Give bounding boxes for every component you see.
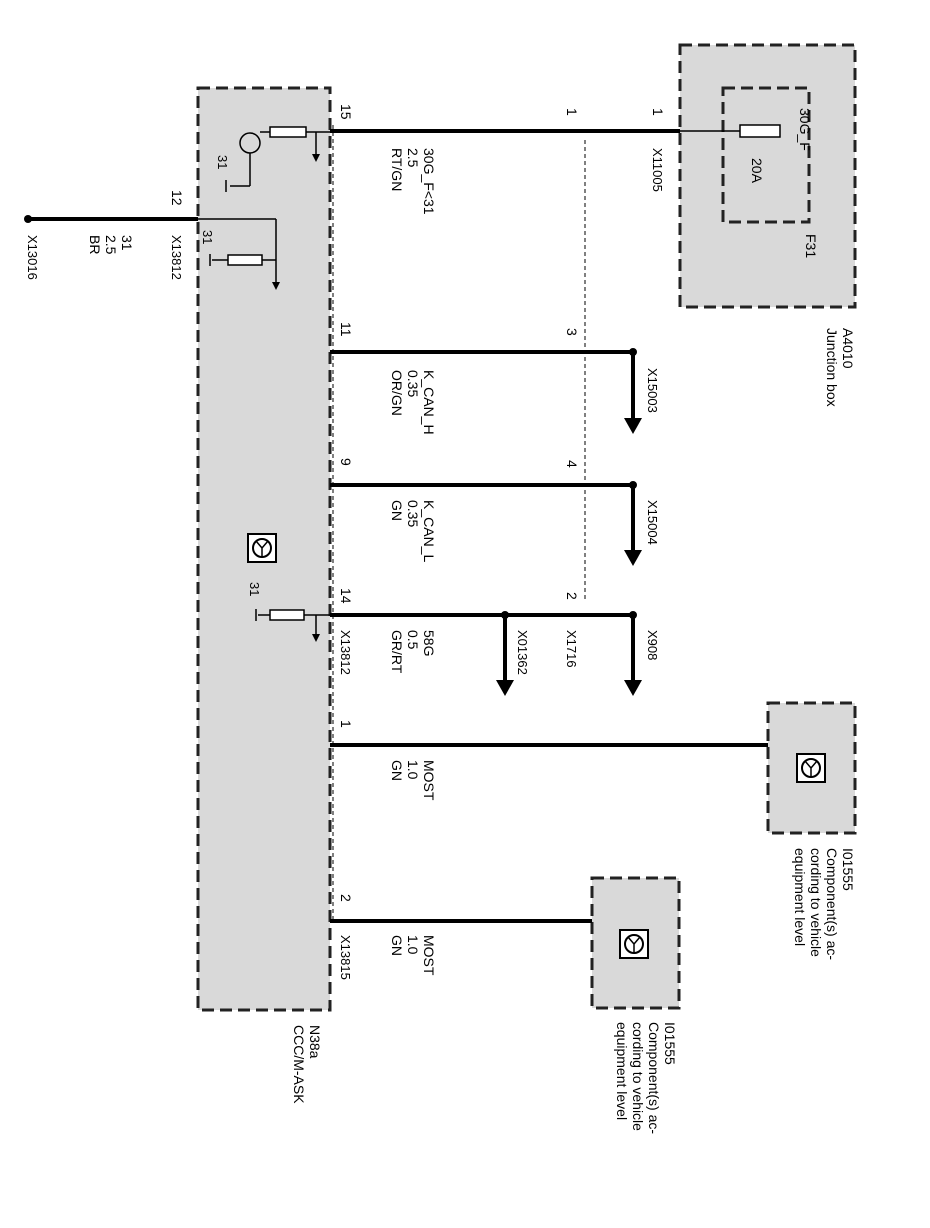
internal-ground-resistor	[198, 218, 280, 290]
arrow-x01362	[496, 615, 514, 696]
arrow-x908	[624, 615, 642, 696]
wire-gauge: 1.0	[405, 760, 421, 780]
junction-box	[678, 43, 857, 309]
fuse-rating: 20A	[749, 158, 765, 184]
wire-pin: 9	[338, 458, 354, 466]
wire-signal: MOST	[421, 760, 437, 801]
fuse-id: F31	[803, 234, 819, 258]
wire-module-connector: X13815	[338, 935, 353, 980]
wire-gauge: 0.35	[405, 500, 421, 527]
arrow-x15004	[624, 485, 642, 566]
component1-line3: equipment level	[792, 848, 808, 946]
component2-line1: Component(s) ac-	[646, 1022, 662, 1134]
fuse-signal: 30G_F	[797, 108, 813, 151]
arrow-x15003	[624, 352, 642, 434]
wire-signal: K_CAN_H	[421, 370, 437, 435]
ground-terminal: X13016	[25, 235, 40, 280]
internal-58g-resistor	[255, 609, 330, 642]
wire-color: GN	[389, 935, 405, 956]
fuse-box	[721, 86, 811, 224]
ground-color: BR	[87, 235, 103, 254]
wire-color: RT/GN	[389, 148, 405, 191]
wire-module-connector: X13812	[338, 630, 353, 675]
wire-pin: 2	[338, 894, 354, 902]
wire-end-pin: 1	[650, 108, 666, 116]
component1-line1: Component(s) ac-	[824, 848, 840, 960]
wire-end-connector: X11005	[650, 148, 665, 192]
ground-terminal-dot	[24, 215, 32, 223]
wire-end-connector: X15004	[645, 500, 660, 545]
control-unit-icon	[247, 533, 277, 563]
wire-mid-connector: X1716	[564, 630, 579, 668]
wire-gauge: 0.35	[405, 370, 421, 397]
wire-internal-label: 31	[215, 155, 230, 169]
wire-gauge: 2.5	[405, 148, 421, 168]
wire-pin: 15	[338, 104, 354, 120]
wire-gauge: 1.0	[405, 935, 421, 955]
ground-gauge: 2.5	[103, 235, 119, 255]
component1-id: I01555	[840, 848, 856, 891]
wire-signal: 58G	[421, 630, 437, 656]
wire-branch-connector: X01362	[515, 630, 530, 675]
wire-mid-pin: 1	[564, 108, 580, 116]
main-module-id: N38a	[307, 1025, 323, 1059]
ground-signal: 31	[119, 235, 135, 251]
wire-color: OR/GN	[389, 370, 405, 416]
wire-internal-label: 31	[247, 582, 262, 596]
wire-gauge: 0.5	[405, 630, 421, 650]
wire-pin: 1	[338, 720, 354, 728]
control-unit-icon	[796, 753, 826, 783]
fuse-icon	[739, 124, 781, 138]
component2-line2: cording to vehicle	[630, 1022, 646, 1131]
wire-end-connector: X908	[645, 630, 660, 660]
component2-line3: equipment level	[614, 1022, 630, 1120]
wire-signal: 30G_F<31	[421, 148, 437, 215]
wire-mid-pin: 3	[564, 328, 580, 336]
wire-signal: K_CAN_L	[421, 500, 437, 562]
wire-end-connector: X15003	[645, 368, 660, 413]
ground-connector: X13812	[169, 235, 184, 280]
ground-internal-label: 31	[200, 230, 215, 244]
wire-mid-pin: 4	[564, 460, 580, 468]
wire-color: GN	[389, 760, 405, 781]
ground-pin: 12	[169, 190, 185, 206]
internal-transistor	[225, 126, 330, 192]
wire-color: GN	[389, 500, 405, 521]
component-box-2	[590, 876, 681, 1010]
main-module-name: CCC/M-ASK	[291, 1025, 307, 1104]
junction-box-name: Junction box	[824, 328, 840, 407]
wire-pin: 14	[338, 588, 354, 604]
wire-mid-pin: 2	[564, 592, 580, 600]
component2-id: I01555	[662, 1022, 678, 1065]
control-unit-icon	[619, 929, 649, 959]
component1-line2: cording to vehicle	[808, 848, 824, 957]
wire-pin: 11	[338, 322, 354, 337]
wire-signal: MOST	[421, 935, 437, 976]
wire-color: GR/RT	[389, 630, 405, 674]
junction-box-id: A4010	[840, 328, 856, 369]
